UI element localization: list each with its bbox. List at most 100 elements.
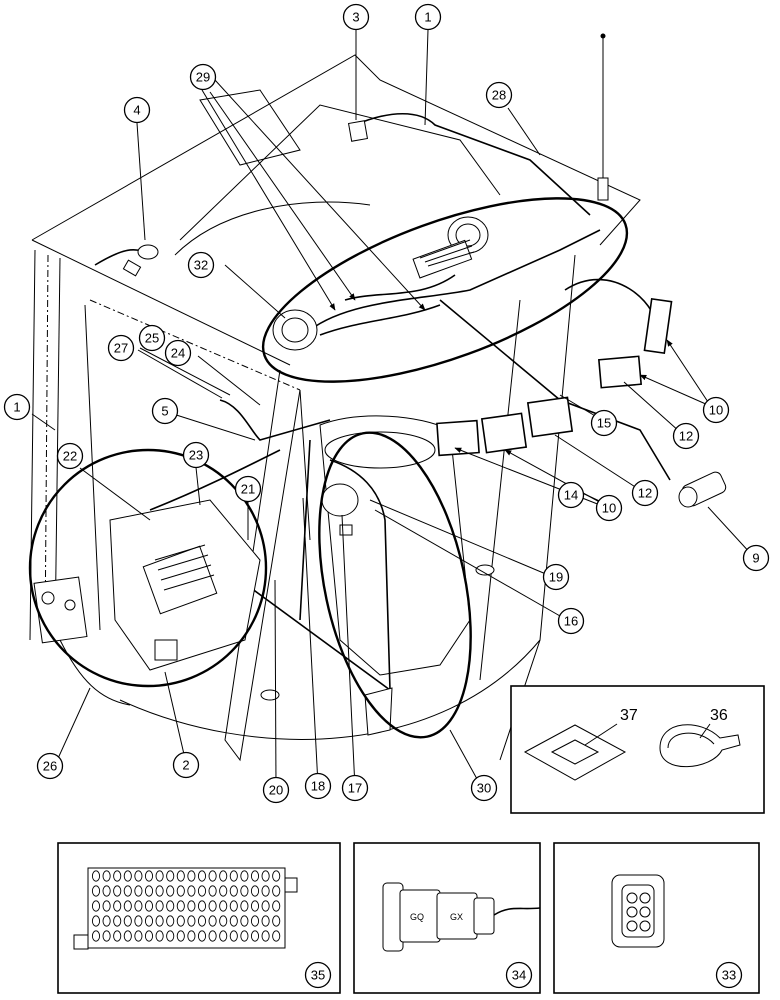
fuse-slot xyxy=(166,930,175,942)
relay-modules xyxy=(436,297,673,457)
svg-text:32: 32 xyxy=(194,258,208,273)
fuse-slot xyxy=(197,885,207,897)
svg-text:27: 27 xyxy=(114,341,128,356)
detail-circle-30 xyxy=(318,431,472,739)
callout-22: 22 xyxy=(56,442,84,470)
callout-16: 16 xyxy=(557,607,585,635)
fuse-slot xyxy=(176,885,185,897)
svg-text:35: 35 xyxy=(311,968,325,983)
fuse-slot xyxy=(240,915,249,927)
connector-stamp-left: GQ xyxy=(410,912,424,922)
callout-14: 14 xyxy=(557,481,585,509)
fuse-slot xyxy=(102,900,111,912)
callout-9: 9 xyxy=(742,544,770,572)
fuse-slot xyxy=(219,870,228,882)
svg-text:1: 1 xyxy=(13,400,20,415)
fuse-slot xyxy=(229,930,238,942)
svg-text:15: 15 xyxy=(597,416,611,431)
svg-text:3: 3 xyxy=(352,10,359,25)
fuse-slot xyxy=(272,870,281,882)
callout-34: 34 xyxy=(505,961,533,989)
fuse-box xyxy=(33,499,261,671)
fuse-slot xyxy=(229,885,238,897)
fuse-slot xyxy=(134,915,143,927)
connector-stamp-right: GX xyxy=(450,912,463,922)
svg-text:10: 10 xyxy=(602,501,616,516)
callout-10-right: 10 xyxy=(702,396,730,424)
power-plug xyxy=(678,471,727,508)
fuse-slot xyxy=(166,915,175,927)
fuse-slot xyxy=(144,915,154,927)
fuse-slot xyxy=(102,885,111,897)
fuse-slot xyxy=(208,915,217,927)
detail-circle-28 xyxy=(261,197,629,383)
fuse-slot xyxy=(187,885,196,897)
svg-text:34: 34 xyxy=(512,968,526,983)
fuse-slot xyxy=(240,900,249,912)
svg-text:16: 16 xyxy=(564,614,578,629)
fuse-slot xyxy=(208,900,217,912)
fuse-slot xyxy=(187,915,196,927)
fuse-slot xyxy=(155,900,164,912)
fuse-slot xyxy=(123,930,132,942)
fuse-slot xyxy=(134,900,143,912)
fuse-slot xyxy=(144,870,154,882)
fuse-slot xyxy=(91,915,101,927)
callout-28: 28 xyxy=(485,81,513,109)
callout-21: 21 xyxy=(234,475,262,503)
svg-text:12: 12 xyxy=(638,486,652,501)
callout-bubbles: 1 1 2 3 4 5 9 10 10 12 12 14 15 16 17 xyxy=(3,3,770,989)
fuse-slot xyxy=(91,870,101,882)
fuse-slot xyxy=(91,900,101,912)
fuse-slot xyxy=(113,930,122,942)
fuse-slot xyxy=(219,900,228,912)
fuse-slot xyxy=(91,885,101,897)
inset-deutsch-plug xyxy=(553,842,760,994)
fuse-slot xyxy=(208,885,217,897)
callout-26: 26 xyxy=(36,752,64,780)
fuse-slot xyxy=(197,870,207,882)
callout-10-lower: 10 xyxy=(595,494,623,522)
fuse-slot xyxy=(166,870,175,882)
fuse-slot xyxy=(250,870,260,882)
callout-23: 23 xyxy=(182,441,210,469)
fuse-slot xyxy=(208,930,217,942)
svg-text:33: 33 xyxy=(722,968,736,983)
fuse-slot xyxy=(123,885,132,897)
callout-17: 17 xyxy=(341,774,369,802)
callout-5: 5 xyxy=(151,397,179,425)
svg-text:26: 26 xyxy=(43,759,57,774)
fuse-slot xyxy=(219,885,228,897)
svg-text:28: 28 xyxy=(492,88,506,103)
fuse-slot xyxy=(134,870,143,882)
fuse-slot xyxy=(229,915,238,927)
callout-12-right: 12 xyxy=(672,422,700,450)
svg-text:25: 25 xyxy=(145,331,159,346)
inset-fuse-panel xyxy=(57,842,341,994)
fuse-slot xyxy=(250,885,260,897)
svg-text:20: 20 xyxy=(269,783,283,798)
callout-1-top: 1 xyxy=(414,3,442,31)
svg-text:29: 29 xyxy=(196,70,210,85)
callout-25: 25 xyxy=(138,324,166,352)
fuse-slot xyxy=(240,870,249,882)
floor-bracket xyxy=(321,483,393,736)
fuse-slot xyxy=(272,885,281,897)
roof-connector xyxy=(347,120,369,142)
fuse-slot xyxy=(102,930,111,942)
svg-text:17: 17 xyxy=(348,781,362,796)
svg-text:1: 1 xyxy=(424,10,431,25)
fuse-slot xyxy=(123,870,132,882)
svg-text:14: 14 xyxy=(564,488,578,503)
callout-4: 4 xyxy=(123,96,151,124)
fuse-slot xyxy=(166,900,175,912)
fuse-slot xyxy=(261,930,270,942)
fuse-slot xyxy=(123,900,132,912)
svg-text:30: 30 xyxy=(477,781,491,796)
fuse-slot xyxy=(102,915,111,927)
fuse-slot xyxy=(229,870,238,882)
fuse-slot xyxy=(229,900,238,912)
inset-cable-ties: 37 36 xyxy=(510,685,765,814)
svg-text:22: 22 xyxy=(63,449,77,464)
svg-text:21: 21 xyxy=(241,482,255,497)
